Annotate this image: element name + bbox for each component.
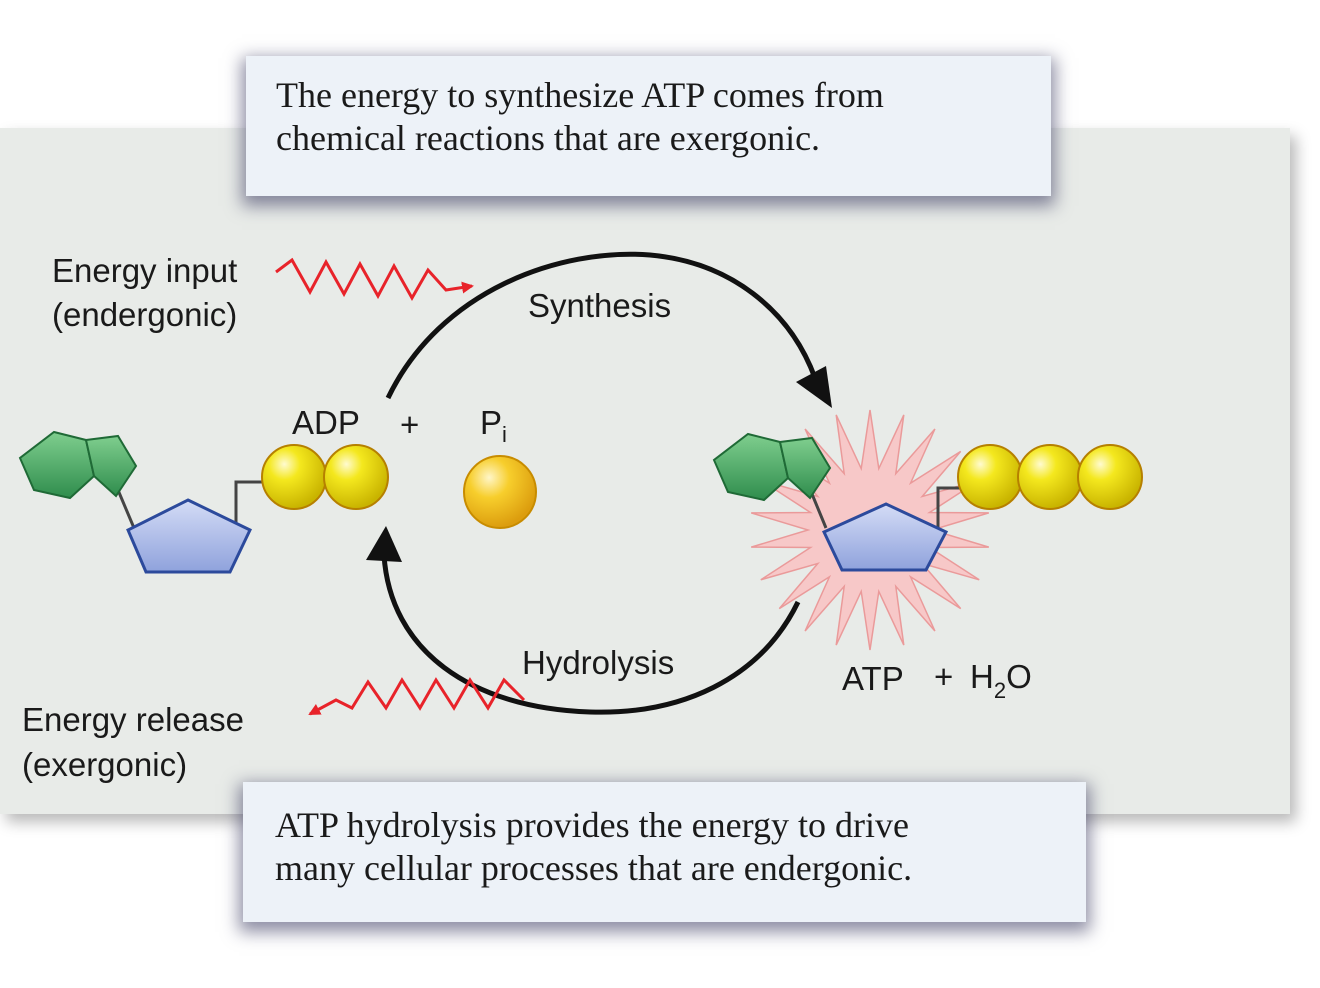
plus-sign: + [934,658,953,695]
free-phosphate [463,455,537,529]
ribose-pentagon [126,498,252,574]
callout-line: chemical reactions that are exergonic. [276,118,821,158]
phosphate-bead [957,444,1023,510]
callout-line: ATP hydrolysis provides the energy to dr… [275,805,909,845]
energy-input-arrow [275,257,474,302]
hydrolysis-callout: ATP hydrolysis provides the energy to dr… [243,782,1086,922]
ribose-pentagon [821,502,949,572]
adenine-pentagon [84,434,138,498]
phosphate-bead [323,444,389,510]
atp-molecule [712,409,1143,651]
phosphate-label: Pi [480,404,507,447]
synthesis-arrow [385,251,818,400]
energy-release-arrow [308,677,526,716]
hydrolysis-arrow [381,554,801,715]
energy-release-label: Energy release [22,701,244,738]
synthesis-callout: The energy to synthesize ATP comes from … [246,56,1051,196]
atp-label: ATP [842,660,904,697]
adp-molecule [18,430,389,574]
energy-input-sublabel: (endergonic) [52,296,237,333]
hydrolysis-arrowhead [366,526,402,562]
energy-release-sublabel: (exergonic) [22,746,187,783]
energy-input-label: Energy input [52,252,237,289]
phosphate-bead [1077,444,1143,510]
plus-sign: + [400,406,419,443]
adenine-pentagon [778,436,832,500]
water-label: H2O [970,658,1032,703]
phosphate-bead [261,444,327,510]
adenine-hexagon [18,430,96,500]
adp-label: ADP [292,404,360,441]
callout-line: The energy to synthesize ATP comes from [276,75,884,115]
callout-line: many cellular processes that are endergo… [275,848,913,888]
phosphate-bead [1017,444,1083,510]
hydrolysis-label: Hydrolysis [522,644,674,681]
synthesis-arrowhead [796,366,832,408]
synthesis-label: Synthesis [528,287,671,324]
